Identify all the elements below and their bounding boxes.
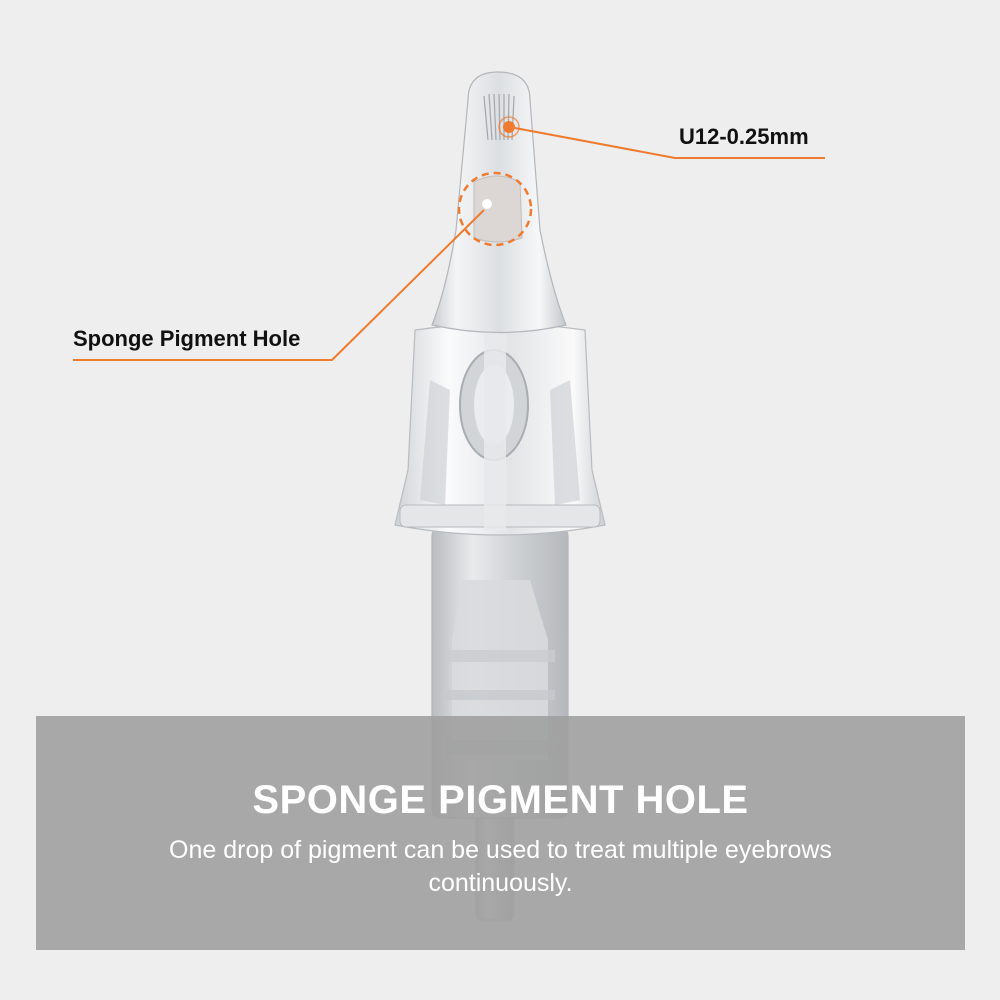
sponge-pad: [473, 175, 523, 243]
caption-panel: SPONGE PIGMENT HOLE One drop of pigment …: [36, 716, 965, 950]
caption-title: SPONGE PIGMENT HOLE: [252, 778, 749, 822]
sponge-callout: [73, 171, 533, 361]
needle-size-label: U12-0.25mm: [679, 124, 809, 149]
sponge-leader-line: [73, 209, 485, 361]
sponge-highlight-circle: [457, 171, 533, 247]
needle-marker: [503, 121, 515, 133]
sponge-marker: [482, 199, 492, 209]
sponge-hole-label: Sponge Pigment Hole: [73, 326, 301, 351]
needle-callout: [498, 116, 825, 159]
needle-leader-line: [514, 127, 825, 159]
cartridge-inner-core: [452, 580, 548, 760]
caption-body: One drop of pigment can be used to treat…: [169, 836, 832, 897]
